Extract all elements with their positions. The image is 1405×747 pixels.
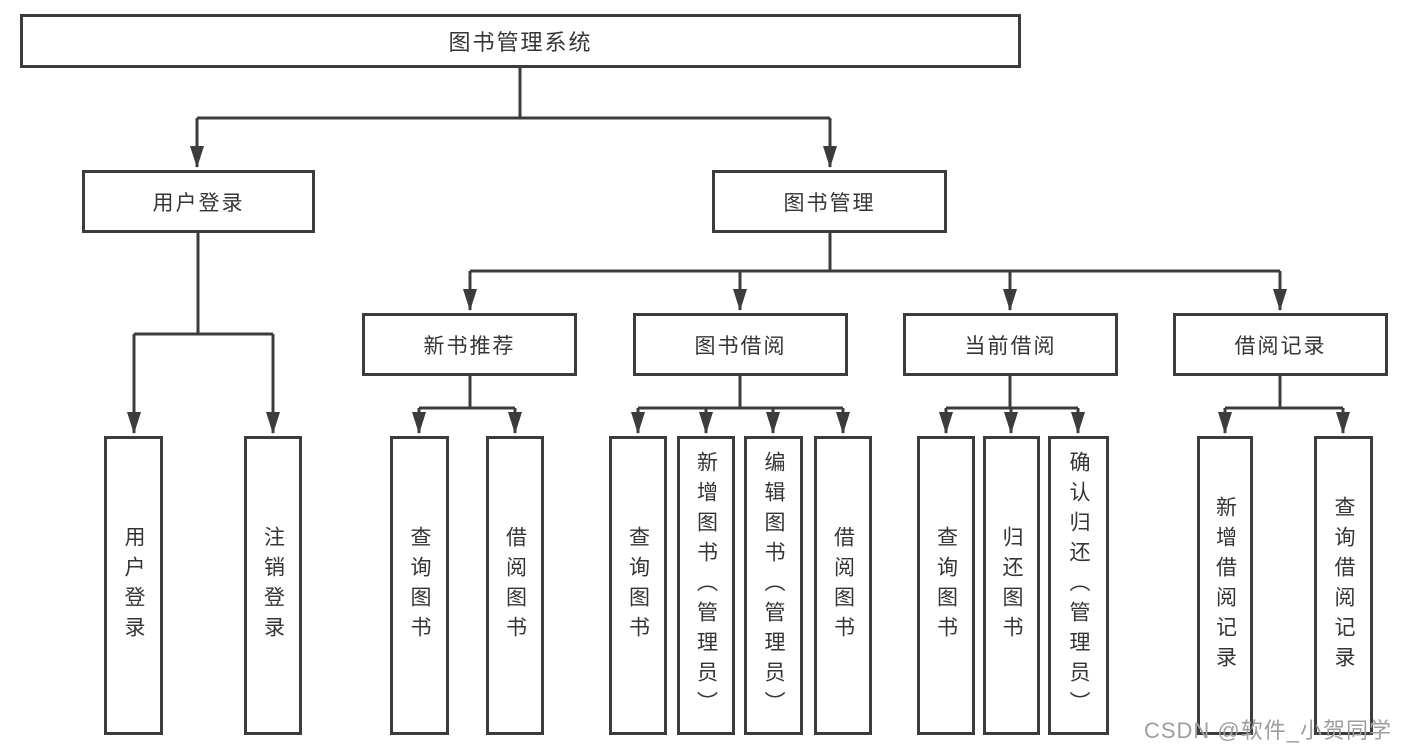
node-book-management: 图书管理 [712,170,947,233]
connector-root [190,68,837,168]
leaf-query-books-current: 查询图书 [917,436,975,735]
leaf-return-books: 归还图书 [983,436,1040,735]
leaf-edit-books-admin: 编辑图书（管理员） [744,436,803,735]
leaf-query-books-borrow: 查询图书 [609,436,667,735]
leaf-borrow-books: 借阅图书 [814,436,872,735]
leaf-query-books-recommend: 查询图书 [390,436,449,735]
connector-current-borrow [939,376,1085,434]
leaf-add-books-admin: 新增图书（管理员） [677,436,735,735]
leaf-logout: 注销登录 [244,436,302,735]
leaf-add-borrow-record: 新增借阅记录 [1197,436,1253,735]
connector-new-book-recommend [412,376,522,434]
leaf-borrow-books-recommend: 借阅图书 [486,436,544,735]
connector-user-login [127,233,280,434]
node-current-borrow: 当前借阅 [903,313,1118,376]
leaf-user-login: 用户登录 [104,436,163,735]
node-user-login: 用户登录 [82,170,315,233]
leaf-query-borrow-record: 查询借阅记录 [1314,436,1373,735]
connector-book-management [463,233,1287,311]
leaf-confirm-return-admin: 确认归还（管理员） [1048,436,1109,735]
connector-borrow-records [1218,376,1350,434]
node-library-management-system: 图书管理系统 [20,14,1021,68]
node-new-book-recommend: 新书推荐 [362,313,577,376]
node-borrow-records: 借阅记录 [1173,313,1388,376]
node-book-borrow: 图书借阅 [633,313,848,376]
connector-book-borrow [631,376,850,434]
